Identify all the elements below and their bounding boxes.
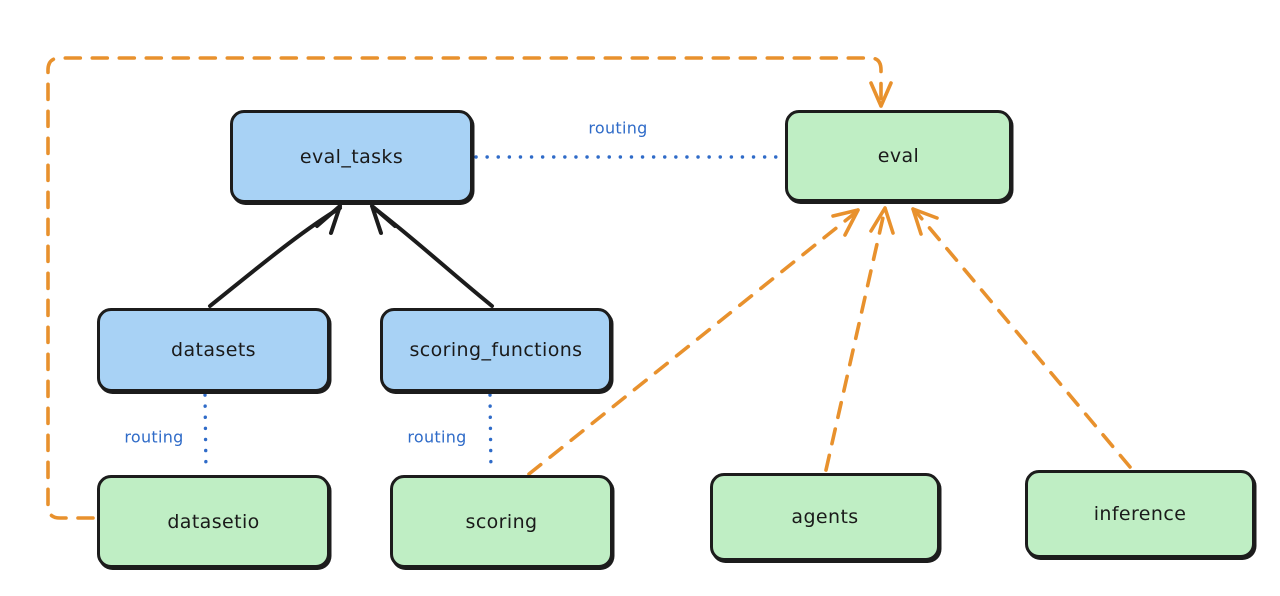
node-scoring[interactable]: scoring (390, 475, 613, 568)
node-datasets[interactable]: datasets (97, 308, 330, 392)
node-label-scoring: scoring (465, 510, 538, 533)
edge-datasets-to-eval-tasks (208, 204, 342, 308)
node-label-datasetio: datasetio (167, 510, 260, 533)
node-label-inference: inference (1093, 503, 1187, 525)
edge-label-routing-eval-tasks: routing (588, 118, 648, 138)
node-scoring-functions[interactable]: scoring_functions (380, 308, 612, 392)
edge-datasets-to-datasetio (203, 393, 208, 474)
node-label-scoring-functions: scoring_functions (409, 339, 583, 361)
edge-label-routing-datasets: routing (124, 427, 184, 447)
node-agents[interactable]: agents (710, 473, 940, 561)
edge-inference-to-eval (911, 207, 1132, 469)
edge-label-routing-scoring-functions: routing (407, 427, 467, 447)
edge-scoring-functions-to-scoring (488, 393, 493, 474)
node-label-eval-tasks: eval_tasks (299, 145, 404, 168)
node-label-eval: eval (877, 145, 920, 167)
node-label-agents: agents (791, 506, 859, 528)
edge-agents-to-eval (824, 206, 895, 472)
node-eval[interactable]: eval (785, 110, 1012, 202)
edge-scoring-functions-to-eval-tasks (370, 204, 494, 308)
node-datasetio[interactable]: datasetio (97, 475, 330, 568)
node-label-datasets: datasets (171, 339, 256, 361)
node-eval-tasks[interactable]: eval_tasks (230, 110, 473, 203)
node-inference[interactable]: inference (1025, 470, 1255, 558)
